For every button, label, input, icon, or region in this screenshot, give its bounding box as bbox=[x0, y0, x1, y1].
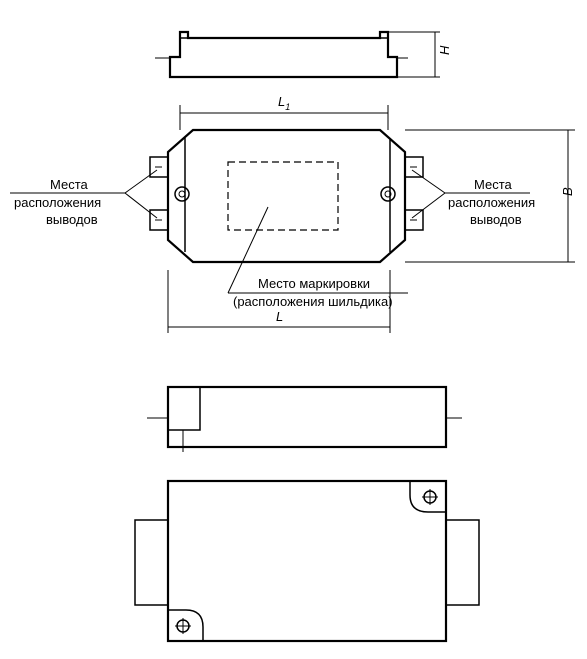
left-leader-1 bbox=[124, 169, 158, 194]
terminals-right-label-1: Места bbox=[474, 177, 513, 192]
side-view-lower-body bbox=[166, 385, 448, 449]
marking-label-line2: (расположения шильдика) bbox=[233, 294, 393, 309]
lower-left-terminal-block bbox=[134, 519, 169, 606]
right-leader-2 bbox=[411, 192, 446, 219]
plan-view-lower-body bbox=[166, 479, 448, 643]
terminals-left-label-3: выводов bbox=[46, 212, 98, 227]
terminal-left-lower bbox=[149, 209, 169, 231]
terminals-left-label-2: расположения bbox=[14, 195, 101, 210]
side-view-top: H bbox=[155, 30, 452, 79]
terminals-right-label-2: расположения bbox=[448, 195, 535, 210]
lower-right-terminal-block bbox=[445, 519, 480, 606]
plan-view-lower bbox=[134, 479, 480, 643]
b-dimension-label: B bbox=[560, 187, 575, 196]
h-dimension-label: H bbox=[437, 45, 452, 55]
side-view-lower bbox=[147, 385, 462, 452]
right-mounting-hole bbox=[380, 186, 396, 202]
left-leader-2 bbox=[124, 192, 158, 219]
plan-view-mounting: L1 Места расположения выводов Мес bbox=[10, 94, 575, 333]
plan-view-body-outline bbox=[166, 128, 407, 264]
terminal-right-lower bbox=[404, 209, 424, 231]
marking-label-line1: Место маркировки bbox=[258, 276, 370, 291]
l-dimension-label: L bbox=[276, 309, 283, 324]
lower-top-right-corner-tab bbox=[409, 481, 446, 513]
marking-area bbox=[227, 161, 339, 231]
terminals-left-label-1: Места bbox=[50, 177, 89, 192]
left-mounting-hole-inner bbox=[178, 190, 186, 198]
terminal-right-upper bbox=[404, 156, 424, 178]
terminal-left-upper bbox=[149, 156, 169, 178]
marking-leader bbox=[227, 206, 269, 294]
l1-dimension-label: L1 bbox=[278, 94, 290, 112]
lower-bottom-left-corner-tab bbox=[168, 609, 204, 641]
right-leader-1 bbox=[411, 169, 446, 194]
side-view-lower-inner-step bbox=[168, 387, 201, 431]
left-mounting-hole bbox=[174, 186, 190, 202]
terminals-right-label-3: выводов bbox=[470, 212, 522, 227]
right-mounting-hole-inner bbox=[384, 190, 392, 198]
